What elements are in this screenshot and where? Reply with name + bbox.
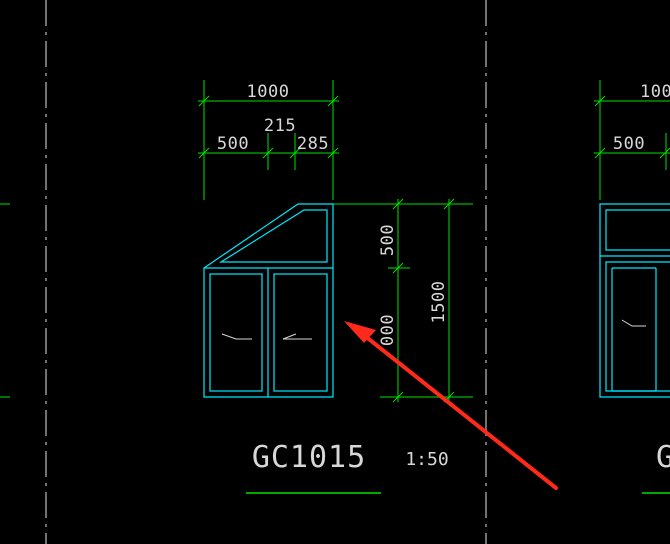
dim-middle-segment: 215	[264, 116, 296, 136]
annotation-arrowhead	[344, 321, 376, 343]
right-dim-left-segment: 500	[613, 134, 645, 154]
axis-lines	[45, 0, 487, 544]
top-dimension-chain	[198, 80, 339, 200]
right-dim-overall-width: 100	[640, 82, 670, 102]
opening-marks	[221, 333, 312, 340]
dim-right-segment: 285	[297, 134, 329, 154]
dim-total-height: 1500	[429, 281, 449, 324]
right-neighbor-dimensions	[594, 80, 670, 200]
annotation-arrow[interactable]	[344, 321, 558, 490]
dim-lower-height: 000	[378, 314, 398, 346]
dim-upper-height: 500	[378, 224, 398, 256]
window-frame[interactable]	[203, 203, 334, 398]
window-tag-label: GC1015	[252, 440, 366, 475]
dim-left-segment: 500	[217, 134, 249, 154]
right-window-tag-fragment: G	[656, 440, 670, 475]
window-gc1015[interactable]: 1000 500 215 285 500 000 1500	[198, 80, 473, 494]
window-outer-outline	[203, 203, 334, 398]
right-opening-mark	[621, 319, 646, 327]
dim-overall-width: 1000	[247, 82, 290, 102]
right-dimension-chain	[333, 198, 473, 403]
right-sash	[273, 273, 328, 392]
right-neighbor-frame	[599, 203, 670, 398]
left-sash	[209, 273, 263, 392]
left-neighbor-fragments	[0, 203, 10, 398]
scale-label: 1:50	[405, 449, 448, 470]
upper-triangle-pane	[218, 209, 328, 263]
right-neighbor-window[interactable]: 100 500 G	[594, 80, 670, 494]
